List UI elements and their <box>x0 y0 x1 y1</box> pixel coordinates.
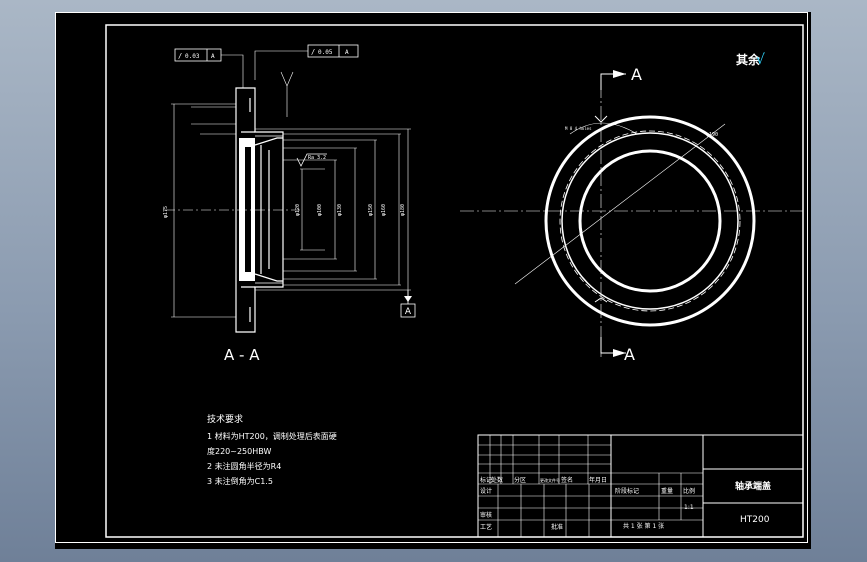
svg-text:重量: 重量 <box>661 487 673 495</box>
svg-text:√: √ <box>756 52 765 68</box>
surface-finish-mark: Ra 3.2 <box>296 153 327 167</box>
svg-text:1:1: 1:1 <box>684 504 694 511</box>
svg-text:标记: 标记 <box>480 476 492 484</box>
svg-text:Ra 3.2: Ra 3.2 <box>308 155 326 161</box>
tolerance-frame: / 0.03 A <box>174 48 244 88</box>
surface-roughness-note: 其余 √ <box>736 52 765 68</box>
svg-text:年月日: 年月日 <box>589 476 607 484</box>
svg-text:共 1 张 第 1 张: 共 1 张 第 1 张 <box>623 522 664 530</box>
svg-text:/: / <box>178 52 182 60</box>
dimension-label: φ120 <box>295 204 301 216</box>
svg-text:A: A <box>631 65 642 84</box>
svg-text:0.03: 0.03 <box>185 53 200 60</box>
svg-text:2 未注圆角半径为R4: 2 未注圆角半径为R4 <box>207 461 281 471</box>
svg-text:其余: 其余 <box>736 52 761 67</box>
dimension-label: φ100 <box>317 204 323 216</box>
svg-text:A: A <box>211 53 215 60</box>
svg-text:设计: 设计 <box>480 487 492 495</box>
drawing-viewport[interactable]: φ175 φ120 φ100 φ130 φ150 φ160 φ180 Ra 3.… <box>55 12 811 549</box>
svg-text:φ190: φ190 <box>706 132 718 138</box>
svg-text:度220~250HBW: 度220~250HBW <box>207 446 271 456</box>
dimension-label: φ150 <box>368 204 374 216</box>
section-label: A - A <box>224 346 260 364</box>
datum-marker: A <box>400 290 416 318</box>
flange-profile <box>235 87 284 333</box>
svg-text:3 未注倒角为C1.5: 3 未注倒角为C1.5 <box>207 476 273 486</box>
inner-border <box>105 24 804 538</box>
svg-text:工艺: 工艺 <box>480 523 492 531</box>
front-view: φ190 M 8 4 holes A A <box>460 65 803 364</box>
section-arrow-bottom: A <box>600 337 635 364</box>
svg-text:分区: 分区 <box>514 476 526 484</box>
svg-text:处数: 处数 <box>491 476 503 484</box>
cad-drawing: φ175 φ120 φ100 φ130 φ150 φ160 φ180 Ra 3.… <box>55 12 808 543</box>
dimension-label: φ175 <box>163 206 169 218</box>
svg-text:批准: 批准 <box>551 523 563 531</box>
tolerance-frame: / 0.05 A <box>254 44 359 117</box>
title-block: 标记 处数 分区 更改文件号 签名 年月日 设计 审核 工艺 批准 阶段标记 重… <box>477 434 804 538</box>
svg-text:A: A <box>405 307 412 317</box>
svg-text:A: A <box>345 49 349 56</box>
svg-text:轴承端盖: 轴承端盖 <box>735 480 771 492</box>
svg-text:审核: 审核 <box>480 511 492 519</box>
section-arrow-top: A <box>600 65 642 90</box>
svg-text:M 8 4 holes: M 8 4 holes <box>565 126 592 131</box>
section-view: φ175 φ120 φ100 φ130 φ150 φ160 φ180 Ra 3.… <box>163 44 416 364</box>
svg-text:1 材料为HT200，调制处理后表面硬: 1 材料为HT200，调制处理后表面硬 <box>207 431 337 441</box>
svg-text:0.05: 0.05 <box>318 49 333 56</box>
svg-text:技术要求: 技术要求 <box>207 413 243 425</box>
dimension-label: φ180 <box>400 204 406 216</box>
svg-text:比例: 比例 <box>683 487 695 495</box>
dimension-label: φ130 <box>337 204 343 216</box>
svg-text:HT200: HT200 <box>740 515 770 525</box>
outer-border <box>55 12 808 543</box>
svg-text:阶段标记: 阶段标记 <box>615 487 639 495</box>
svg-text:更改文件号: 更改文件号 <box>540 477 560 483</box>
svg-text:签名: 签名 <box>561 476 573 484</box>
technical-requirements: 技术要求 1 材料为HT200，调制处理后表面硬 度220~250HBW 2 未… <box>207 413 337 486</box>
dimension-label: φ160 <box>381 204 387 216</box>
svg-text:A: A <box>624 345 635 364</box>
svg-text:/: / <box>311 48 315 56</box>
